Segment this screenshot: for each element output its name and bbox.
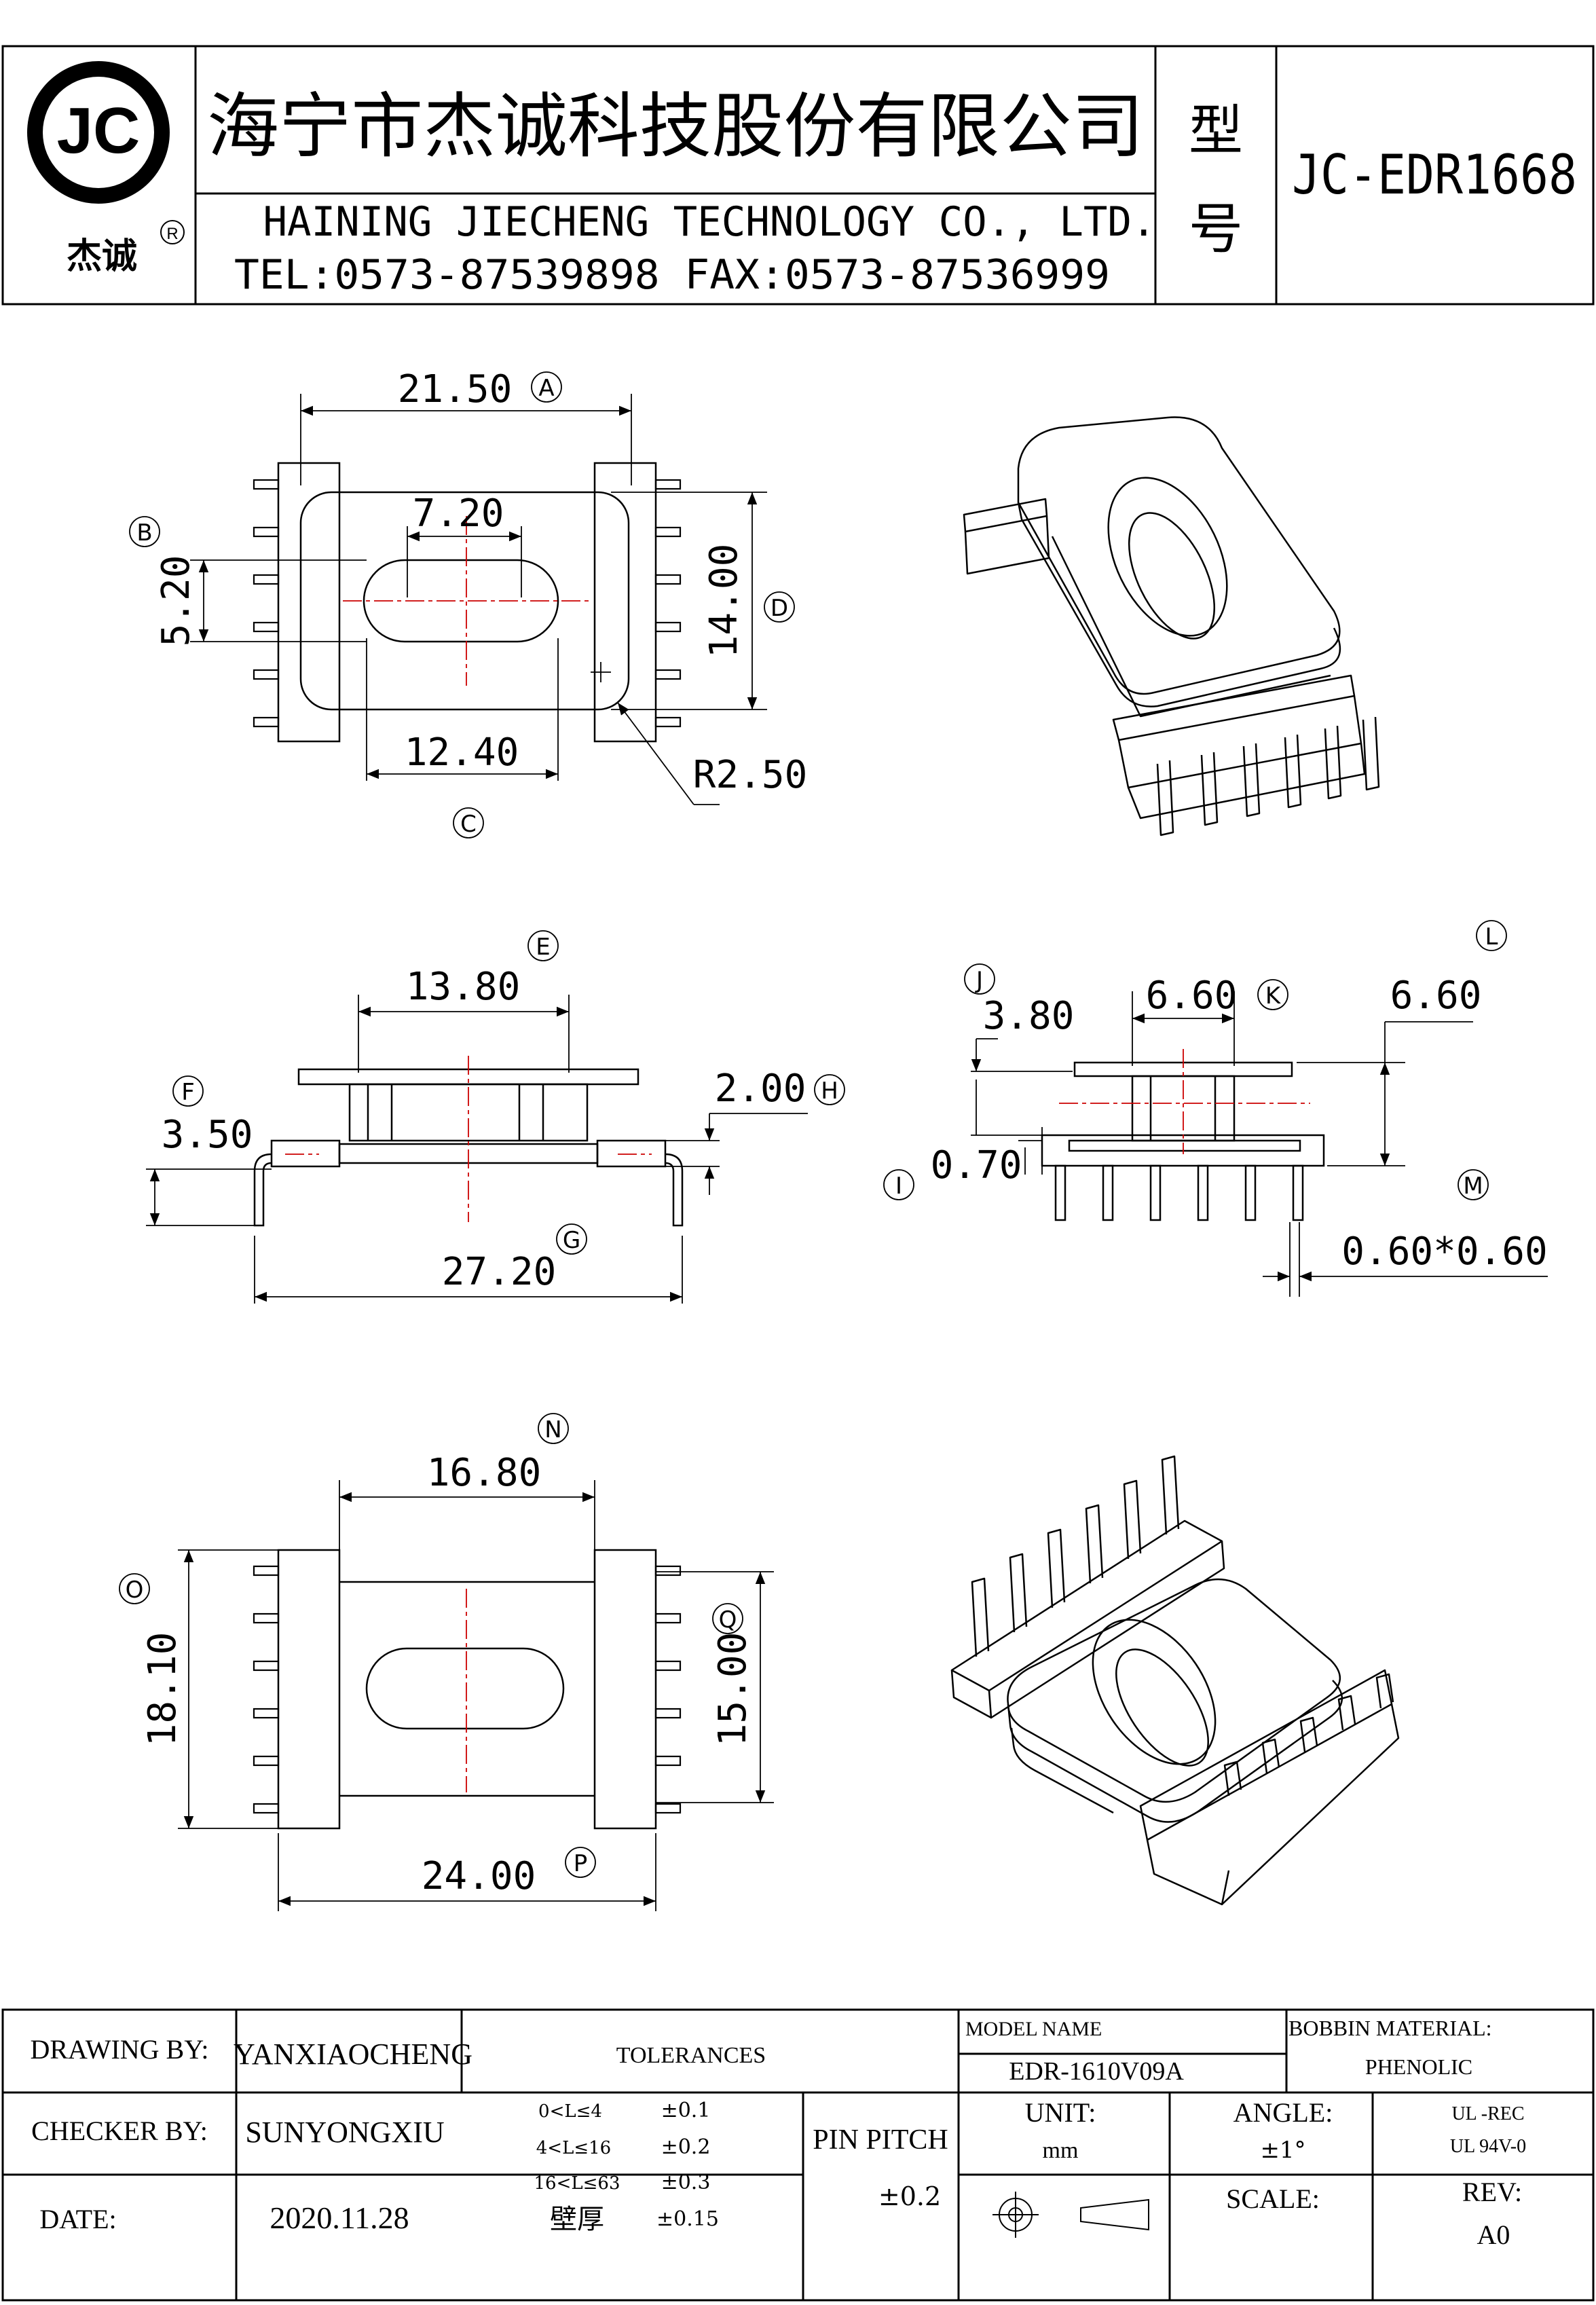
- ul-rating-text: UL 94V-0: [1450, 2136, 1526, 2157]
- dim-l-value: 6.60: [1390, 974, 1482, 1018]
- dim-radius-value: R2.50: [693, 753, 808, 797]
- front-view-centerlines: [285, 1056, 652, 1222]
- logo-text: JC: [57, 94, 141, 167]
- bottom-view-tag-circles: [119, 1413, 743, 1878]
- checker-by-value: SUNYONGXIU: [245, 2116, 444, 2149]
- dim-o-tag: O: [126, 1576, 144, 1604]
- contact-info: TEL:0573-87539898 FAX:0573-87536999: [234, 251, 1110, 299]
- dim-g-tag: G: [563, 1227, 580, 1254]
- dim-f-value: 3.50: [162, 1113, 253, 1157]
- tol-row1-range: 0<L≤4: [538, 2101, 602, 2122]
- pin-pitch-label: PIN PITCH: [813, 2124, 948, 2156]
- tol-row4-value: ±0.15: [656, 2207, 719, 2231]
- dim-m-tag: M: [1463, 1173, 1483, 1200]
- unit-label: UNIT:: [1025, 2097, 1096, 2128]
- dim-o-value: 18.10: [141, 1632, 185, 1747]
- bottom-view-pins: [253, 1565, 682, 1814]
- model-name-value: EDR-1610V09A: [1009, 2057, 1184, 2086]
- dim-f-tag: F: [181, 1079, 195, 1106]
- title-block-frame: [1, 2008, 1595, 2302]
- dim-pin-size-value: 0.60*0.60: [1341, 1230, 1547, 1274]
- angle-value: ±1°: [1260, 2137, 1305, 2164]
- dim-h-tag: H: [821, 1077, 838, 1105]
- pin-pitch-value: ±0.2: [878, 2181, 941, 2211]
- header-frame: [1, 45, 1595, 306]
- dim-j-value: 3.80: [983, 994, 1075, 1038]
- front-view-dimensions: [146, 995, 808, 1304]
- dim-q-value: 15.00: [711, 1632, 755, 1747]
- scale-label: SCALE:: [1226, 2183, 1320, 2214]
- rev-value: A0: [1477, 2219, 1510, 2250]
- bobbin-material-value: PHENOLIC: [1365, 2054, 1472, 2079]
- dim-a-value: 21.50: [398, 367, 513, 411]
- rev-label: REV:: [1462, 2177, 1522, 2207]
- top-view-tag-circles: [129, 371, 795, 838]
- angle-label: ANGLE:: [1233, 2097, 1333, 2128]
- dim-i-tag: I: [895, 1173, 902, 1200]
- top-view-pins: [253, 479, 682, 728]
- ul-rec-text: UL -REC: [1451, 2103, 1524, 2124]
- top-view-dimensions: [190, 394, 767, 805]
- dim-d-tag: D: [771, 595, 788, 622]
- company-name-en: HAINING JIECHENG TECHNOLOGY CO., LTD.: [263, 198, 1156, 246]
- tol-row3-range: 16<L≤63: [534, 2173, 620, 2194]
- type-label-2: 号: [1189, 198, 1243, 261]
- front-view-outline: [253, 1068, 684, 1227]
- dim-e-value: 13.80: [406, 965, 521, 1009]
- tol-row1-value: ±0.1: [661, 2099, 711, 2122]
- bobbin-isometric-top: [963, 416, 1380, 836]
- side-view-centerlines: [1059, 1049, 1310, 1154]
- tol-row2-value: ±0.2: [661, 2135, 711, 2159]
- dim-k-tag: K: [1265, 982, 1282, 1010]
- date-label: DATE:: [39, 2204, 116, 2234]
- dim-n-value: 16.80: [427, 1451, 542, 1495]
- tol-row2-range: 4<L≤16: [536, 2138, 611, 2158]
- bobbin-material-label: BOBBIN MATERIAL:: [1288, 2016, 1492, 2040]
- top-view-centerlines: [343, 516, 591, 686]
- company-name-cn: 海宁市杰诚科技股份有限公司: [207, 85, 1144, 168]
- model-name-label: MODEL NAME: [965, 2018, 1102, 2040]
- dim-p-tag: P: [574, 1850, 588, 1877]
- dim-c-value: 12.40: [405, 731, 519, 775]
- dim-e-tag: E: [536, 934, 550, 961]
- dim-a-tag: A: [538, 375, 554, 402]
- front-view-tag-circles: [172, 930, 845, 1255]
- dim-c-tag: C: [460, 811, 477, 838]
- dim-slot-width-value: 7.20: [413, 492, 504, 536]
- drawing-by-value: YANXIAOCHENG: [234, 2037, 472, 2071]
- dim-i-value: 0.70: [931, 1143, 1022, 1187]
- dim-n-tag: N: [544, 1416, 561, 1443]
- bobbin-isometric-bottom: [950, 1455, 1400, 1906]
- date-value: 2020.11.28: [270, 2200, 409, 2235]
- logo-cn: 杰诚: [67, 236, 137, 277]
- dim-q-tag: Q: [719, 1606, 737, 1634]
- projection-symbol-icon: [992, 2192, 1149, 2238]
- unit-value: mm: [1043, 2138, 1079, 2163]
- dim-d-value: 14.00: [702, 544, 746, 659]
- bottom-view-dimensions: [178, 1480, 774, 1911]
- top-view-outline: [253, 462, 682, 743]
- dim-b-tag: B: [136, 519, 152, 547]
- side-view-dimensions: [971, 991, 1548, 1297]
- dim-k-value: 6.60: [1146, 974, 1238, 1018]
- checker-by-label: CHECKER BY:: [31, 2116, 208, 2146]
- dim-b-value: 5.20: [154, 555, 198, 647]
- dim-p-value: 24.00: [422, 1854, 536, 1898]
- registered-mark-icon: R: [166, 225, 178, 243]
- type-label-1: 型: [1189, 99, 1243, 162]
- drawing-by-label: DRAWING BY:: [30, 2034, 208, 2065]
- side-view-tag-circles: [883, 920, 1507, 1200]
- bottom-view-outline: [253, 1549, 682, 1830]
- tol-row4-range: 壁厚: [550, 2204, 604, 2235]
- dim-g-value: 27.20: [442, 1250, 557, 1294]
- tolerances-label: TOLERANCES: [616, 2043, 766, 2068]
- dim-j-tag: J: [975, 967, 983, 994]
- dim-h-value: 2.00: [715, 1067, 806, 1111]
- model-code: JC-EDR1668: [1292, 143, 1577, 206]
- tol-row3-value: ±0.3: [661, 2171, 711, 2194]
- dim-l-tag: L: [1485, 923, 1498, 951]
